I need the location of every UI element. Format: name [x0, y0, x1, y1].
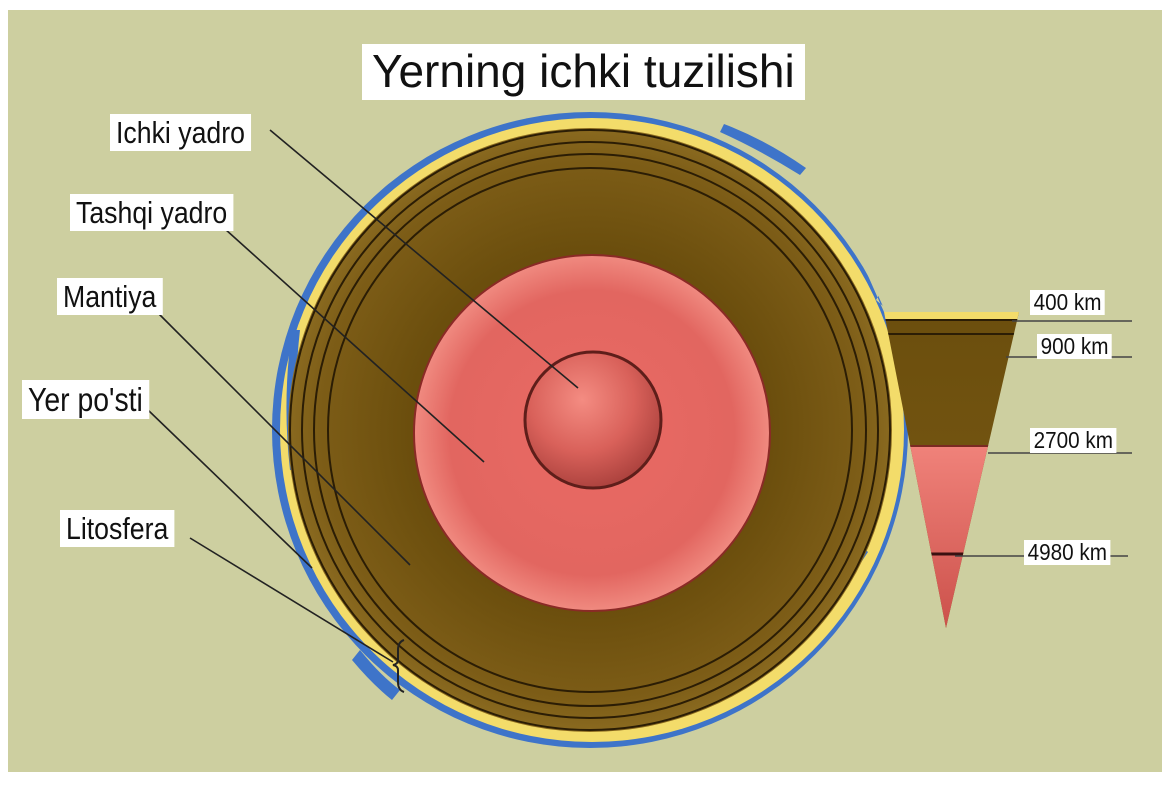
- depth-label-2700: 2700 km: [1030, 428, 1117, 453]
- label-lithosphere: Litosfera: [60, 510, 174, 547]
- diagram-title: Yerning ichki tuzilishi: [362, 44, 805, 100]
- label-inner-core: Ichki yadro: [110, 114, 251, 151]
- label-outer-core: Tashqi yadro: [70, 194, 233, 231]
- label-crust: Yer po'sti: [22, 380, 149, 419]
- label-mantle: Mantiya: [57, 278, 162, 315]
- inner-core: [525, 352, 661, 488]
- depth-label-400: 400 km: [1030, 290, 1105, 315]
- depth-label-4980: 4980 km: [1024, 540, 1111, 565]
- depth-label-900: 900 km: [1037, 334, 1112, 359]
